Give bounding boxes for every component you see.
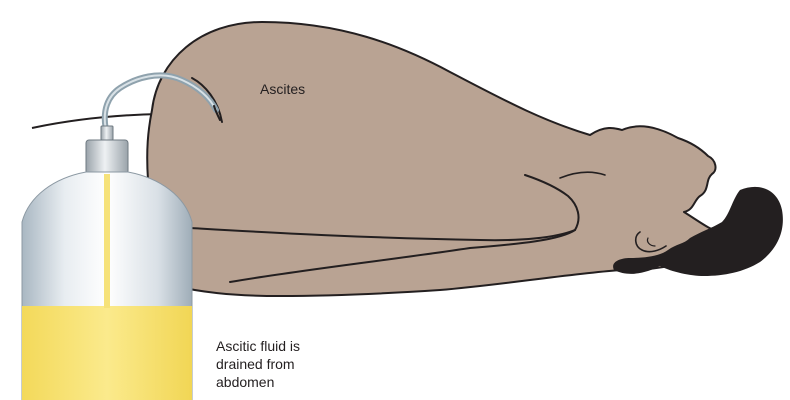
bottle-connector: [101, 126, 113, 140]
ascitic-fluid: [22, 306, 192, 400]
patient-body: [147, 22, 725, 296]
fluid-caption-line-2: drained from: [216, 355, 300, 373]
fluid-caption-line-1: Ascitic fluid is: [216, 337, 300, 355]
fluid-stream: [104, 174, 110, 308]
bottle-cap: [86, 140, 128, 174]
ascites-label: Ascites: [260, 80, 305, 98]
bed-line: [32, 114, 160, 128]
fluid-caption-line-3: abdomen: [216, 373, 300, 391]
fluid-caption: Ascitic fluid is drained from abdomen: [216, 337, 300, 391]
